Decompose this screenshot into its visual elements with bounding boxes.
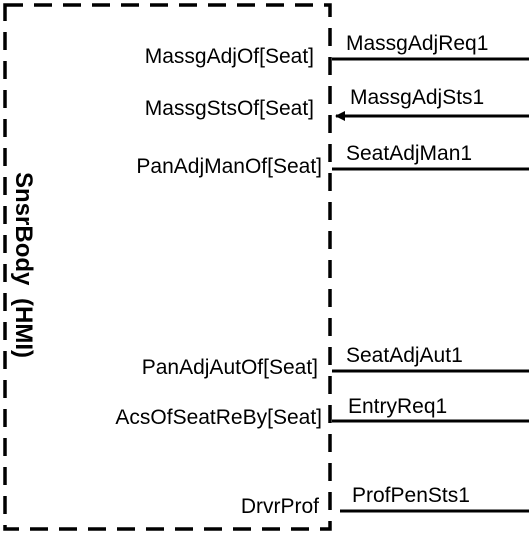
- port-acs-of-seat[interactable]: AcsOfSeatReBy[Seat] EntryReq1: [115, 395, 529, 429]
- port-external-label: SeatAdjMan1: [346, 142, 472, 165]
- block-boundary: [3, 3, 332, 531]
- port-external-label: SeatAdjAut1: [346, 344, 463, 367]
- port-pan-adj-aut[interactable]: PanAdjAutOf[Seat] SeatAdjAut1: [142, 344, 529, 379]
- block-title-sub: (HMI): [10, 298, 37, 358]
- port-external-label: ProfPenSts1: [352, 484, 470, 507]
- port-massg-sts[interactable]: MassgStsOf[Seat] MassgAdjSts1: [145, 86, 529, 121]
- port-external-label: MassgAdjReq1: [346, 32, 488, 55]
- port-external-label: EntryReq1: [348, 395, 447, 418]
- port-internal-label: AcsOfSeatReBy[Seat]: [115, 406, 322, 429]
- port-internal-label: MassgAdjOf[Seat]: [145, 45, 314, 68]
- port-internal-label: DrvrProf: [241, 495, 319, 518]
- port-internal-label: PanAdjAutOf[Seat]: [142, 356, 318, 379]
- block-title: SnsrBody (HMI): [10, 172, 37, 358]
- port-internal-label: MassgStsOf[Seat]: [145, 97, 314, 120]
- block-title-main: SnsrBody: [10, 172, 37, 286]
- port-pan-adj-man[interactable]: PanAdjManOf[Seat] SeatAdjMan1: [136, 142, 529, 178]
- port-external-label: MassgAdjSts1: [350, 86, 484, 109]
- port-internal-label: PanAdjManOf[Seat]: [136, 155, 322, 178]
- port-massg-adj[interactable]: MassgAdjOf[Seat] MassgAdjReq1: [145, 32, 529, 68]
- svg-text:SnsrBody (HMI): SnsrBody (HMI): [10, 172, 37, 358]
- port-drvr-prof[interactable]: DrvrProf ProfPenSts1: [241, 484, 529, 518]
